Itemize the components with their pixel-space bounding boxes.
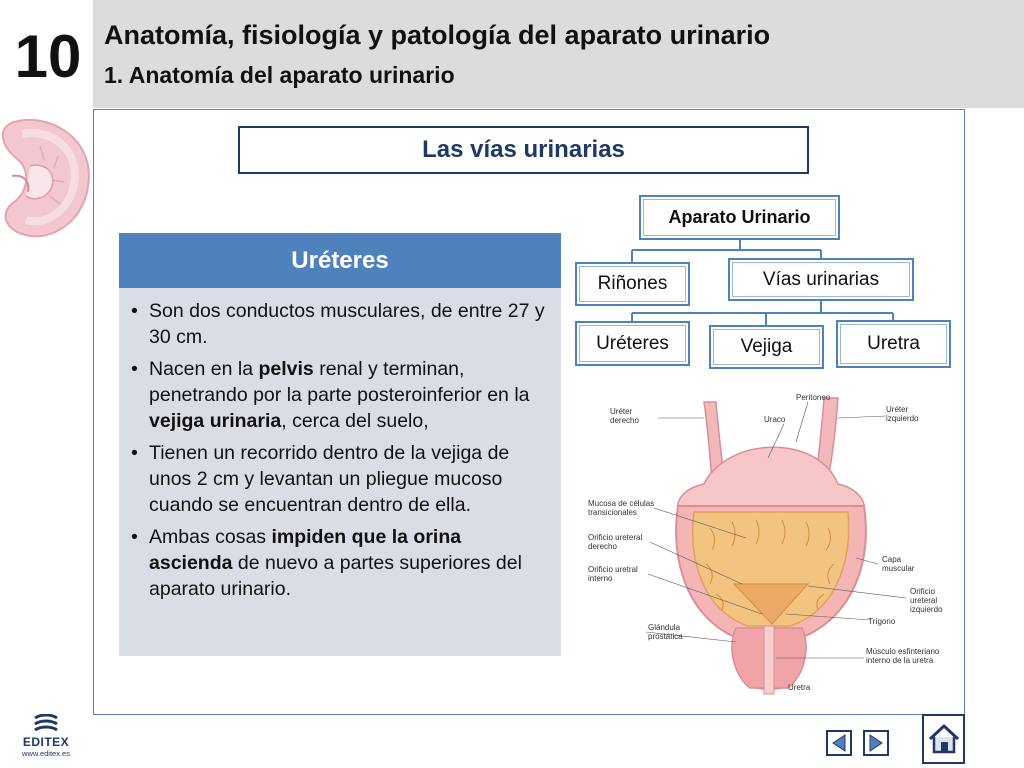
node-rinones: Riñones (575, 262, 690, 306)
bullet-list: Son dos conductos musculares, de entre 2… (119, 288, 561, 602)
chapter-number: 10 (14, 23, 82, 90)
label-trigone: Trígono (868, 617, 896, 626)
header-band (93, 0, 1024, 108)
triangle-right-icon (869, 734, 883, 752)
bullet-item: Son dos conductos musculares, de entre 2… (131, 298, 547, 350)
bullet-item: Nacen en la pelvis renal y terminan, pen… (131, 356, 547, 434)
bullet-emphasis: pelvis (258, 358, 314, 380)
label-urethra: Uretra (788, 683, 811, 692)
editex-logo[interactable]: EDITEX www.editex.es (16, 714, 76, 758)
bullet-text: Tienen un recorrido dentro de la vejiga … (149, 442, 510, 516)
bullet-text: Son dos conductos musculares, de entre 2… (149, 300, 545, 348)
kidney-illustration (2, 118, 90, 238)
bullet-emphasis: impiden que la orina ascienda (149, 526, 462, 574)
bullet-emphasis: vejiga urinaria (149, 410, 282, 432)
editex-logo-icon (34, 714, 58, 732)
previous-slide-button[interactable] (826, 730, 852, 756)
section-banner: Las vías urinarias (238, 126, 809, 174)
logo-text: EDITEX (22, 735, 70, 749)
home-icon (928, 724, 959, 754)
logo-url: www.editex.es (22, 749, 70, 758)
bullet-item: Ambas cosas impiden que la orina asciend… (131, 524, 547, 602)
panel-heading: Uréteres (119, 233, 561, 288)
node-aparato-urinario: Aparato Urinario (639, 195, 840, 240)
bullet-text: Nacen en la (149, 358, 259, 380)
bullet-text: renal y terminan, penetrando por la part… (149, 358, 530, 406)
next-slide-button[interactable] (863, 730, 889, 756)
node-vias-urinarias: Vías urinarias (728, 258, 914, 301)
node-uretra: Uretra (836, 320, 951, 368)
label-urachus: Uraco (764, 415, 786, 424)
node-vejiga: Vejiga (709, 325, 824, 369)
bullet-text: Ambas cosas (149, 526, 272, 548)
bullet-text: , cerca del suelo, (281, 410, 429, 432)
triangle-left-icon (832, 734, 846, 752)
page-title: Anatomía, fisiología y patología del apa… (104, 20, 771, 50)
bullet-item: Tienen un recorrido dentro de la vejiga … (131, 440, 547, 518)
ureteres-panel: Uréteres Son dos conductos musculares, d… (119, 233, 561, 656)
page-subtitle: 1. Anatomía del aparato urinario (104, 62, 455, 88)
label-peritoneum: Peritoneo (796, 393, 831, 402)
home-button[interactable] (922, 714, 965, 764)
bullet-text: de nuevo a partes superiores del aparato… (149, 552, 522, 600)
node-ureteres: Uréteres (575, 321, 690, 366)
